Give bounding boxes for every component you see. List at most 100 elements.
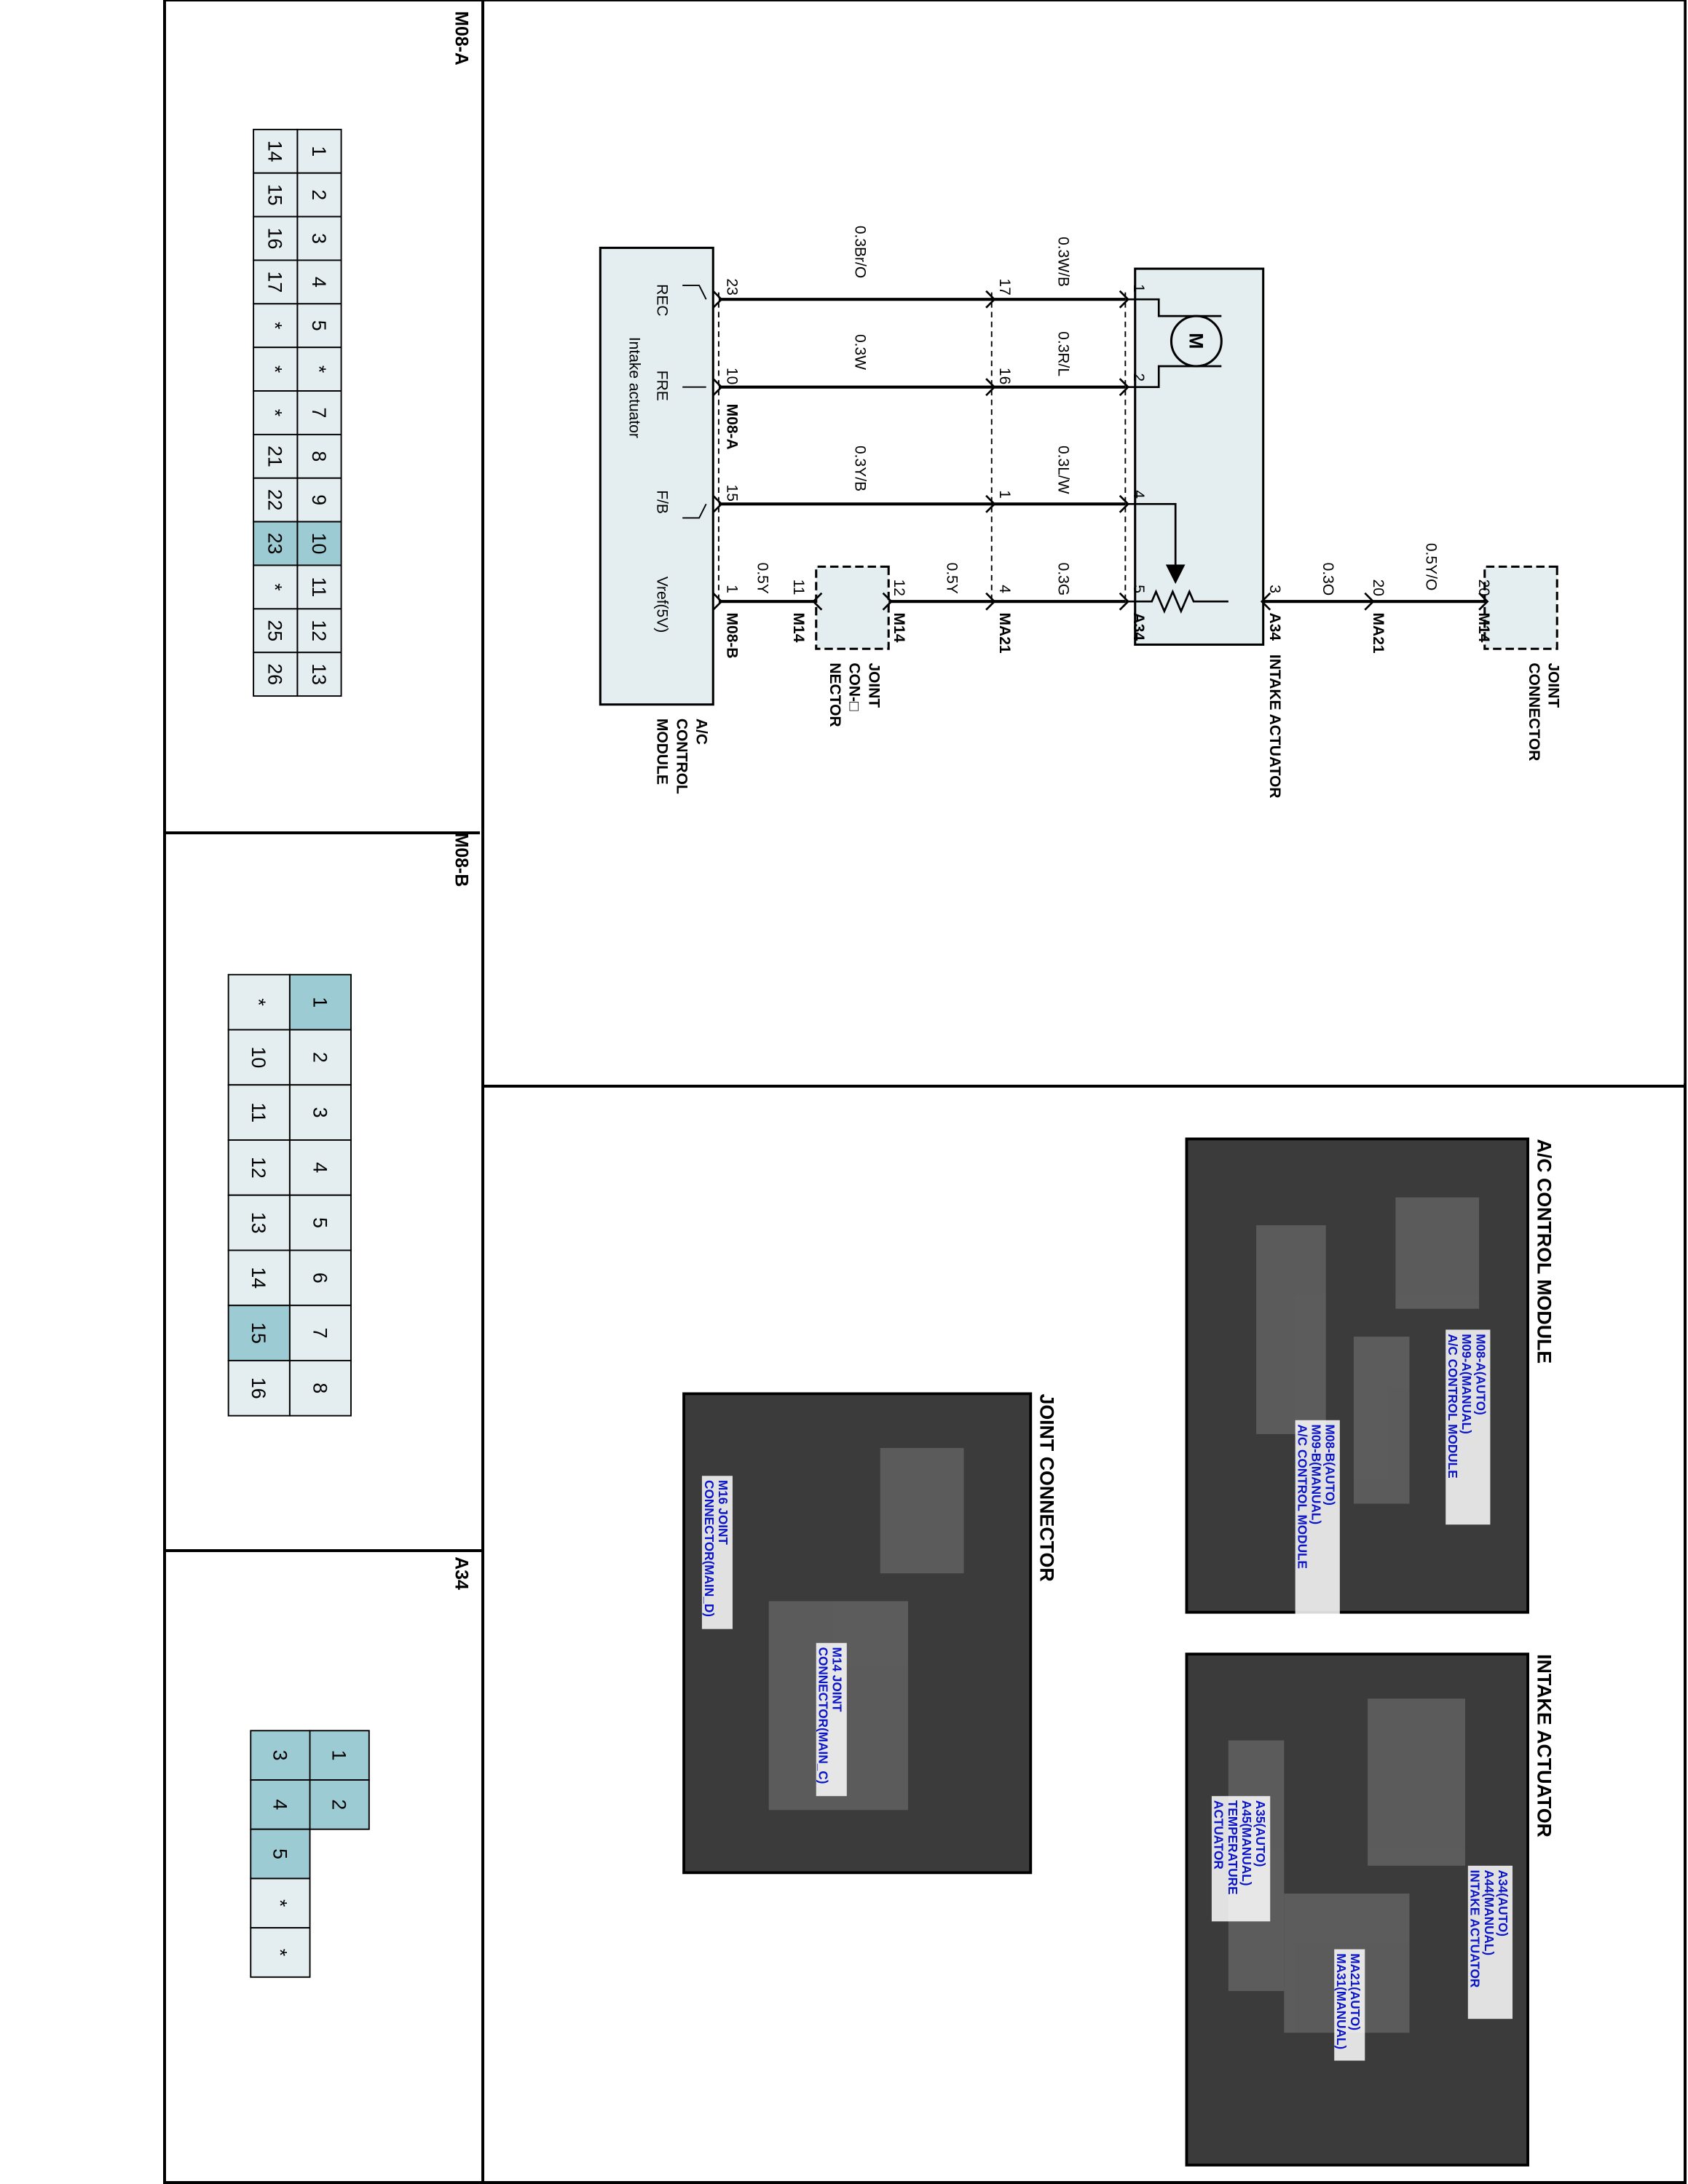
m08a-grid-pin-label: * — [264, 409, 286, 416]
intake-callout2-line1: MA21(AUTO) — [1348, 1953, 1362, 2030]
m08b-grid-pin-label: 13 — [248, 1212, 269, 1234]
m08a-grid-pin-label: 8 — [308, 451, 330, 462]
m08a-grid-pin-label: 9 — [308, 494, 330, 505]
a34-grid-cell — [250, 1927, 311, 1978]
ma21-pin-20: 20 — [1370, 579, 1387, 596]
m08a-grid-pin-label: * — [264, 322, 286, 329]
signal-rec: REC — [654, 284, 671, 316]
intake-actuator — [1134, 267, 1265, 646]
intake-callout3-line4: ACTUATOR — [1212, 1800, 1226, 1870]
ac-callout1-line1: M08-A(AUTO) — [1473, 1334, 1488, 1415]
m08a-grid-cell — [253, 652, 299, 697]
intake-callout2-line2: MA31(MANUAL) — [1334, 1953, 1349, 2049]
a34-grid-pin-label: * — [269, 1949, 291, 1956]
intake-actuator-title: INTAKE ACTUATOR — [1266, 654, 1283, 799]
wire1-upper-label: 0.3W/B — [1055, 237, 1072, 287]
m08a-grid-pin-label: 10 — [308, 533, 330, 555]
m08a-grid-pin-label: 3 — [308, 233, 330, 244]
ac-module-title-2: CONTROL — [673, 719, 690, 794]
m08a-grid-pin-label: 5 — [308, 320, 330, 331]
wire2-lower-label: 0.3W — [851, 334, 868, 370]
wire-top-03o: 0.3O — [1320, 563, 1336, 596]
intake-callout3-line2: A45(MANUAL) — [1239, 1800, 1254, 1886]
schematic-scaled: M — [484, 1, 1684, 1083]
ac-module-title-1: A/C — [693, 719, 709, 745]
a34-label: A34 — [451, 1556, 471, 1590]
wire2-upper-label: 0.3R/L — [1055, 331, 1072, 376]
m08b-connector-label: M08-B — [723, 613, 740, 659]
a34-connector-label: A34 — [1130, 613, 1147, 641]
wire4-upper-label: 0.3G — [1055, 563, 1072, 596]
signal-fb: F/B — [654, 490, 671, 514]
jc-mid-title-2: CON-□ — [846, 662, 863, 711]
m08b-label: M08-B — [451, 833, 471, 887]
m08b-pin-1: 1 — [723, 585, 740, 593]
m08a-grid-pin-label: 14 — [264, 141, 286, 162]
m08b-grid-pin-label: 12 — [248, 1157, 269, 1179]
wire-top-05yo-label: 0.5Y/O — [1422, 543, 1439, 590]
a34-pin-4: 4 — [1130, 490, 1147, 499]
ac-callout2-line2: M09-B(MANUAL) — [1309, 1425, 1324, 1525]
joint-connector-mid — [815, 565, 890, 650]
m08a-grid-pin-label: 12 — [308, 620, 330, 641]
m08a-grid-pin-label: 11 — [308, 577, 330, 598]
m08b-grid-pin-label: 1 — [309, 997, 331, 1008]
ma21-pin-1: 1 — [996, 490, 1013, 499]
m08a-grid-pin-label: 1 — [308, 146, 330, 157]
m08b-grid-pin-label: 7 — [309, 1328, 331, 1339]
a34-connector-label-top: A34 — [1266, 613, 1283, 641]
a34-pin-1: 1 — [1130, 284, 1147, 293]
m08a-label: M08-A — [451, 11, 471, 66]
m08b-grid-pin-label: 10 — [248, 1046, 269, 1068]
m08a-grid-pin-label: 4 — [308, 277, 330, 288]
m08a-grid-pin-label: * — [264, 583, 286, 590]
ac-callout1-line2: M09-A(MANUAL) — [1459, 1334, 1474, 1434]
m14-top-pin: 20 — [1475, 579, 1492, 596]
m08a-grid-pin-label: 23 — [264, 533, 286, 555]
joint-callout1-line2: CONNECTOR(MAIN_C) — [816, 1647, 831, 1784]
m08a-grid-pin-label: 25 — [264, 620, 286, 641]
m08a-grid-pin-label: 21 — [264, 446, 286, 467]
photo-ac-title: A/C CONTROL MODULE — [1533, 1139, 1555, 1364]
m08b-grid-pin-label: * — [248, 998, 269, 1005]
ac-module-inner-label: Intake actuator — [626, 337, 642, 438]
m08b-grid-pin-label: 14 — [248, 1267, 269, 1289]
m08a-grid-pin-label: 13 — [308, 663, 330, 685]
a34-grid-pin-label: 1 — [328, 1750, 350, 1761]
a34-grid-pin-label: 3 — [269, 1750, 291, 1761]
intake-callout3-line3: TEMPERATURE — [1226, 1800, 1240, 1895]
ac-callout2-line3: A/C CONTROL MODULE — [1295, 1425, 1309, 1569]
jc-mid-title-3: NECTOR — [827, 662, 843, 727]
ac-callout1-line3: A/C CONTROL MODULE — [1446, 1334, 1460, 1478]
wire4-lower-label: 0.5Y — [944, 563, 961, 594]
a34-grid-pin-label: 4 — [269, 1799, 291, 1810]
m08a-grid-pin-label: 22 — [264, 489, 286, 511]
a34-pin-2: 2 — [1130, 373, 1147, 382]
m08a-grid-pin-label: * — [308, 365, 330, 373]
wire4-extra-label: 0.5Y — [754, 563, 770, 594]
m08a-pin-15: 15 — [723, 485, 740, 502]
a34-grid-pin-label: 5 — [269, 1848, 291, 1859]
m08a-grid-pin-label: 7 — [308, 408, 330, 419]
ma21-pin-4: 4 — [996, 585, 1013, 593]
m08a-grid-pin-label: 26 — [264, 663, 286, 685]
intake-callout1-line3: INTAKE ACTUATOR — [1468, 1870, 1483, 1988]
m08a-grid-pin-label: 17 — [264, 271, 286, 293]
wire1-lower-label: 0.3Br/O — [851, 226, 868, 278]
joint-callout1-line1: M14 JOINT — [830, 1647, 845, 1712]
m14-mid-pin12: 12 — [891, 579, 907, 596]
m08b-grid-pin-label: 4 — [309, 1162, 331, 1173]
ac-control-module — [599, 246, 714, 706]
m08a-grid-pin-label: * — [264, 365, 286, 373]
joint-callout2-line2: CONNECTOR(MAIN_D) — [702, 1480, 717, 1617]
m08a-connector-label: M08-A — [723, 404, 740, 450]
m08a-pin-23: 23 — [723, 279, 740, 296]
ma21-pin-16: 16 — [996, 368, 1013, 384]
wire3-lower-label: 0.3Y/B — [851, 446, 868, 491]
m08b-grid-pin-label: 11 — [248, 1102, 269, 1123]
